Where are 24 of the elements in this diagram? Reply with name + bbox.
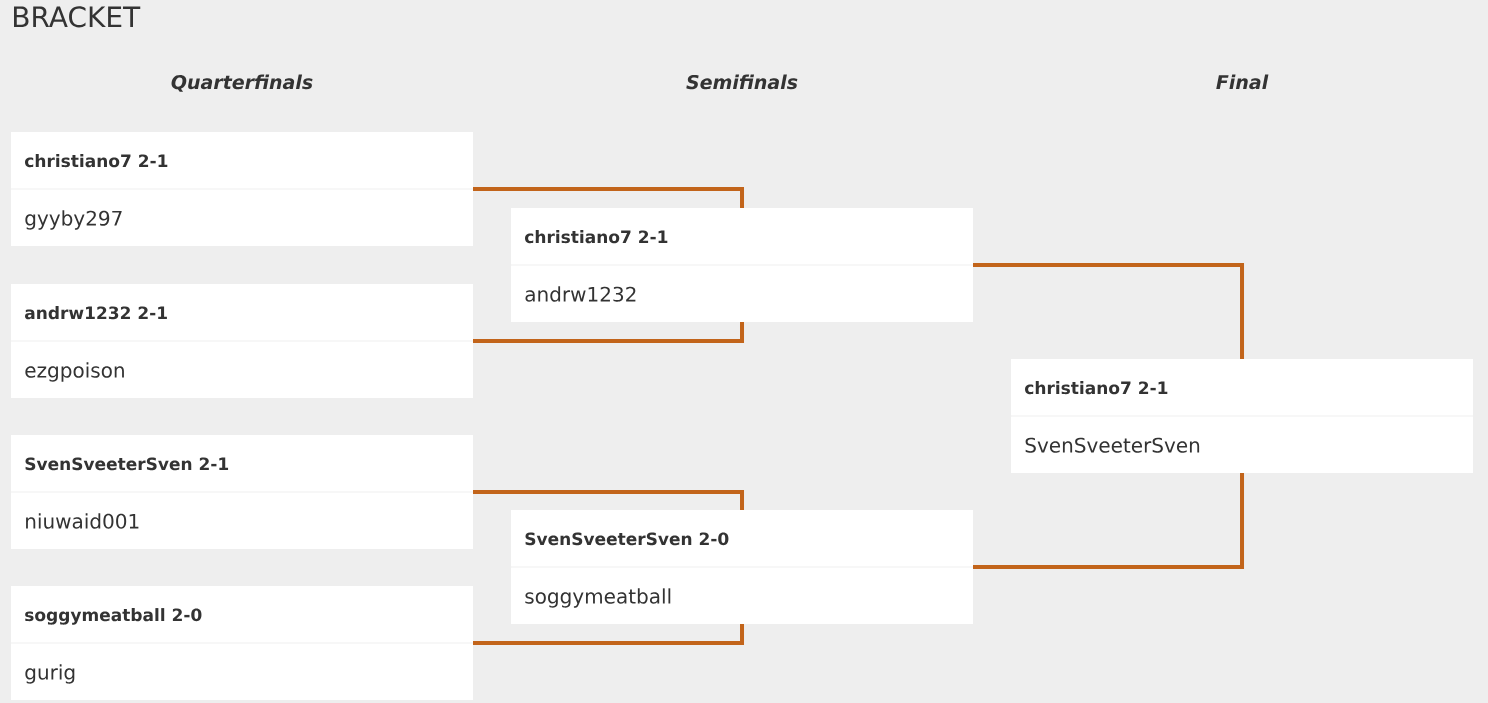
loser-row: andrw1232 (511, 265, 973, 322)
loser-row: gurig (11, 643, 473, 700)
connector-line (973, 473, 1244, 569)
connector-line (473, 322, 744, 343)
winner-row: soggymeatball 2-0 (11, 586, 473, 643)
winner-row: SvenSveeterSven 2-0 (511, 510, 973, 567)
winner-row: christiano7 2-1 (11, 132, 473, 189)
loser-row: ezgpoison (11, 341, 473, 398)
loser-row: SvenSveeterSven (1011, 416, 1473, 473)
column-heading: Final (1216, 74, 1269, 90)
column-heading: Quarterfinals (171, 74, 313, 92)
winner-row: andrw1232 2-1 (11, 284, 473, 341)
connector-line (473, 624, 744, 645)
page-title: BRACKET (14, 6, 141, 28)
loser-row: gyyby297 (11, 189, 473, 246)
loser-row: niuwaid001 (11, 492, 473, 549)
connector-line (473, 187, 744, 208)
column-heading: Semifinals (686, 74, 798, 90)
winner-row: christiano7 2-1 (1011, 359, 1473, 416)
winner-row: christiano7 2-1 (511, 208, 973, 265)
winner-row: SvenSveeterSven 2-1 (11, 435, 473, 492)
connector-line (473, 490, 744, 510)
loser-row: soggymeatball (511, 567, 973, 624)
connector-line (973, 263, 1244, 359)
